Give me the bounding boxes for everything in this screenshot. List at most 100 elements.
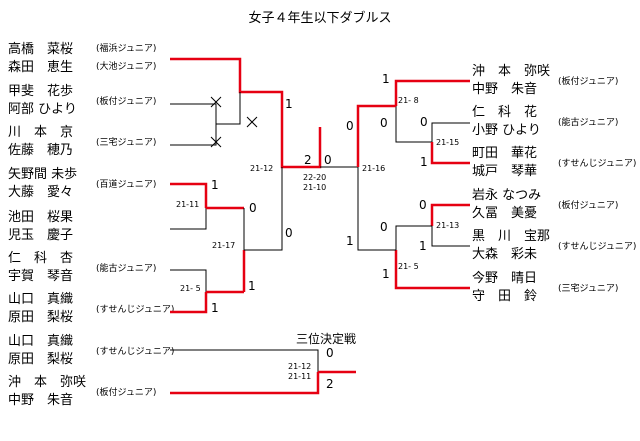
club-name: (大池ジュニア) (96, 60, 156, 72)
cross-mark (210, 136, 222, 148)
right-team-3: 町田 華花 城戸 琴華 (すせんじジュニア) (472, 145, 636, 179)
match-score: 21-11 (176, 200, 199, 209)
match-score: 21- 5 (180, 284, 201, 293)
bracket-line (170, 349, 319, 372)
match-result: 1 (419, 239, 427, 253)
club-name: (すせんじジュニア) (96, 304, 174, 315)
match-result: 0 (326, 346, 334, 360)
player-name: 原田 梨桜 (8, 352, 73, 367)
player-name: 森田 恵生 (8, 60, 73, 75)
player-name: 大藤 愛々 (8, 185, 73, 200)
player-name: 仁 科 杏 (8, 251, 73, 266)
left-team-1: 高橋 菜桜 森田 恵生 (福浜ジュニア) (大池ジュニア) (8, 41, 156, 75)
player-name: 沖 本 弥咲 (472, 63, 550, 79)
match-result: 0 (324, 153, 332, 167)
player-name: 中野 朱音 (8, 392, 73, 408)
player-name: 矢野間 未歩 (8, 167, 77, 182)
right-team-6: 今野 晴日 守 田 鈴 (三宅ジュニア) (472, 270, 618, 304)
player-name: 阿部 ひより (8, 102, 77, 117)
bracket-line (170, 103, 217, 146)
player-name: 甲斐 花歩 (8, 83, 73, 99)
bracket-line-win (356, 104, 396, 167)
player-name: 岩永 なつみ (472, 188, 541, 203)
player-name: 山口 真織 (8, 292, 73, 307)
player-name: 町田 華花 (472, 145, 537, 161)
player-name: 高橋 菜桜 (8, 41, 73, 57)
match-result: 1 (285, 97, 293, 111)
club-name: (三宅ジュニア) (96, 136, 156, 148)
left-team-2: 甲斐 花歩 阿部 ひより (板付ジュニア) (8, 83, 156, 117)
bracket-title: 女子４年生以下ダブルス (248, 10, 391, 26)
third-team-1: 山口 真織 原田 梨桜 (すせんじジュニア) (8, 334, 174, 367)
bracket-line-win (394, 250, 470, 290)
match-result: 0 (380, 116, 388, 130)
club-name: (すせんじジュニア) (558, 158, 636, 169)
player-name: 中野 朱音 (472, 81, 537, 97)
match-score: 21-17 (212, 241, 235, 250)
club-name: (福浜ジュニア) (96, 42, 156, 54)
left-team-7: 山口 真織 原田 梨桜 (すせんじジュニア) (8, 292, 174, 325)
player-name: 久冨 美憂 (472, 206, 537, 221)
player-name: 今野 晴日 (472, 270, 537, 286)
match-score: 21-16 (362, 164, 385, 173)
player-name: 児玉 慶子 (8, 228, 73, 243)
left-team-4: 矢野間 未歩 大藤 愛々 (百道ジュニア) (8, 167, 156, 200)
match-result: 0 (420, 115, 428, 129)
club-name: (板付ジュニア) (558, 75, 618, 87)
match-score: 21-13 (436, 221, 459, 230)
match-result: 0 (346, 119, 354, 133)
club-name: (百道ジュニア) (96, 178, 156, 190)
club-name: (板付ジュニア) (96, 386, 156, 398)
bracket-line-win (170, 57, 322, 169)
match-result: 1 (382, 267, 390, 281)
bracket-line-win (170, 372, 320, 395)
bracket-line (216, 92, 241, 125)
match-result: 0 (419, 198, 427, 212)
match-score: 22-20 (303, 173, 326, 182)
bracket-line-win (170, 182, 208, 208)
match-result: 1 (211, 178, 219, 192)
player-name: 大森 彩未 (472, 247, 537, 262)
left-team-5: 池田 桜果 児玉 慶子 (8, 210, 73, 243)
right-team-2: 仁 科 花 小野 ひより (能古ジュニア) (472, 104, 618, 138)
player-name: 小野 ひより (472, 123, 541, 138)
match-score: 21- 5 (398, 262, 419, 271)
player-name: 佐藤 穂乃 (8, 143, 73, 158)
match-result: 1 (211, 301, 219, 315)
club-name: (すせんじジュニア) (96, 346, 174, 357)
match-score: 21-15 (436, 138, 459, 147)
player-name: 山口 真織 (8, 334, 73, 349)
player-name: 守 田 鈴 (472, 289, 537, 304)
match-result: 1 (248, 279, 256, 293)
bracket-line (170, 269, 207, 292)
player-name: 城戸 琴華 (472, 164, 537, 179)
right-team-1: 沖 本 弥咲 中野 朱音 (板付ジュニア) (472, 63, 618, 97)
match-result: 2 (304, 153, 312, 167)
bracket-line-win (394, 79, 470, 106)
left-team-6: 仁 科 杏 宇賀 琴音 (能古ジュニア) (8, 251, 156, 284)
match-result: 0 (285, 226, 293, 240)
right-team-4: 岩永 なつみ 久冨 美憂 (板付ジュニア) (472, 188, 618, 221)
player-name: 黒 川 宝那 (472, 229, 550, 244)
club-name: (板付ジュニア) (558, 199, 618, 211)
match-score: 21-12 (250, 164, 273, 173)
bracket-line (395, 225, 432, 250)
match-score: 21-12 (288, 362, 311, 371)
player-name: 沖 本 弥咲 (8, 374, 86, 390)
bracket-line-win (430, 203, 470, 226)
left-team-3: 川 本 京 佐藤 穂乃 (三宅ジュニア) (8, 125, 156, 158)
bracket-line (431, 226, 470, 247)
third-team-2: 沖 本 弥咲 中野 朱音 (板付ジュニア) (8, 374, 156, 408)
cross-mark (210, 96, 222, 108)
player-name: 仁 科 花 (472, 104, 537, 120)
club-name: (能古ジュニア) (558, 116, 618, 128)
bracket-line-win (170, 292, 208, 314)
match-score: 21-11 (288, 372, 311, 381)
player-name: 原田 梨桜 (8, 310, 73, 325)
third-place-title: 三位決定戦 (296, 331, 356, 346)
match-score: 21-10 (303, 183, 326, 192)
club-name: (能古ジュニア) (96, 262, 156, 274)
cross-mark (246, 116, 258, 128)
bracket-line (244, 167, 283, 251)
